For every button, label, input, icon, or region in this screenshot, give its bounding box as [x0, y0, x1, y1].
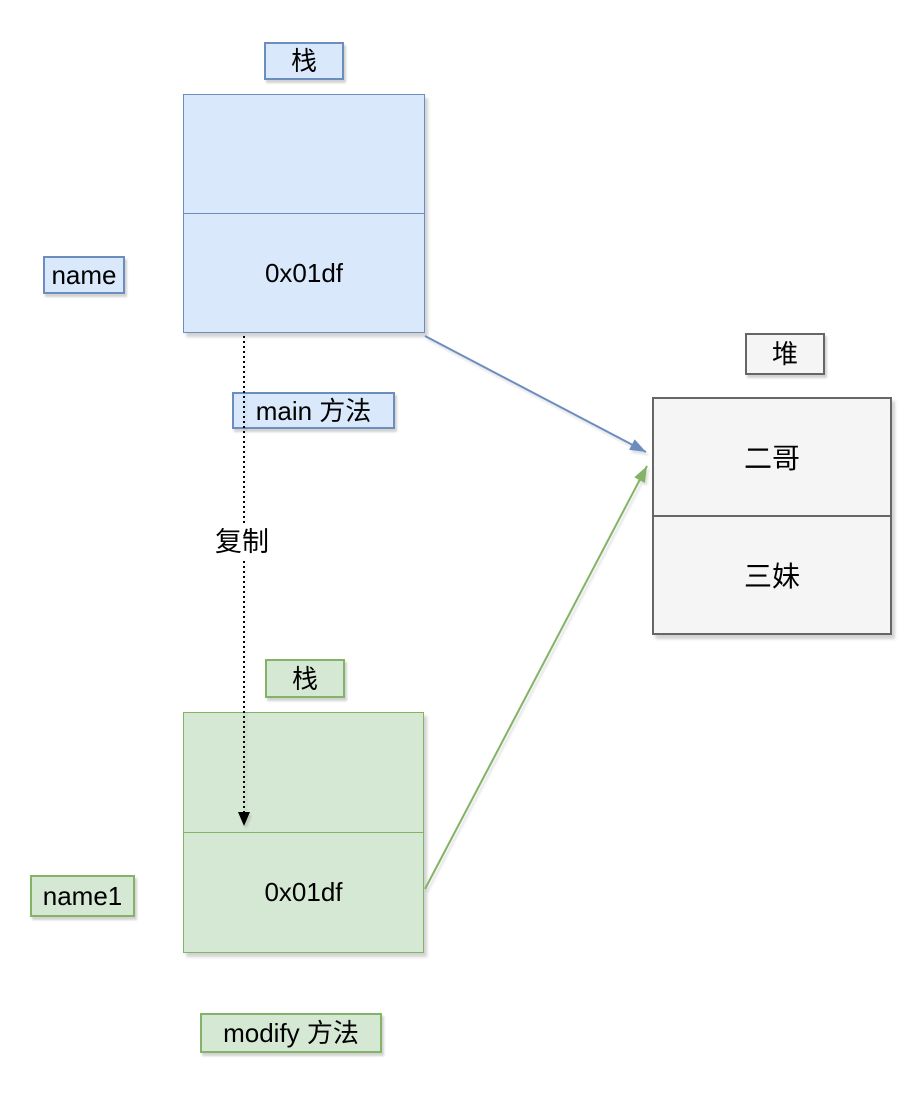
modify-stack-title-box: 栈 — [265, 659, 345, 698]
heap-title-box: 堆 — [745, 333, 825, 375]
modify-stack-value-cell: 0x01df — [184, 832, 423, 952]
modify-stack-frame: 0x01df — [183, 712, 424, 953]
modify-stack-value: 0x01df — [264, 877, 343, 907]
modify-var-label: name1 — [42, 881, 123, 911]
main-stack-title-box: 栈 — [264, 42, 344, 80]
main-stack-value: 0x01df — [264, 257, 344, 288]
main-method-label: main 方法 — [255, 395, 372, 426]
modify-stack-title: 栈 — [291, 663, 318, 694]
modify-var-label-box: name1 — [30, 875, 135, 917]
heap-cell-1-text: 二哥 — [743, 443, 800, 474]
main-stack-frame: 0x01df — [183, 94, 425, 333]
heap-title: 堆 — [771, 339, 798, 369]
reference-arrow-modify-to-heap — [424, 465, 648, 890]
main-stack-title: 栈 — [290, 46, 317, 76]
modify-method-label: modify 方法 — [223, 1018, 359, 1048]
copy-arrow-label: 复制 — [215, 526, 269, 557]
main-stack-empty-cell — [184, 95, 424, 213]
heap-cell-2-text: 三妹 — [743, 561, 800, 592]
modify-stack-empty-cell — [184, 713, 423, 832]
main-var-label-box: name — [43, 256, 125, 294]
heap-cell-2: 三妹 — [654, 515, 890, 633]
heap-cell-1: 二哥 — [654, 399, 890, 515]
main-method-label-box: main 方法 — [232, 392, 395, 429]
modify-method-label-box: modify 方法 — [200, 1013, 382, 1053]
reference-arrow-main-to-heap — [424, 335, 647, 453]
copy-arrow-label-box: 复制 — [205, 523, 279, 561]
main-var-label: name — [51, 260, 117, 290]
heap-object-box: 二哥 三妹 — [652, 397, 892, 635]
main-stack-value-cell: 0x01df — [184, 213, 424, 332]
